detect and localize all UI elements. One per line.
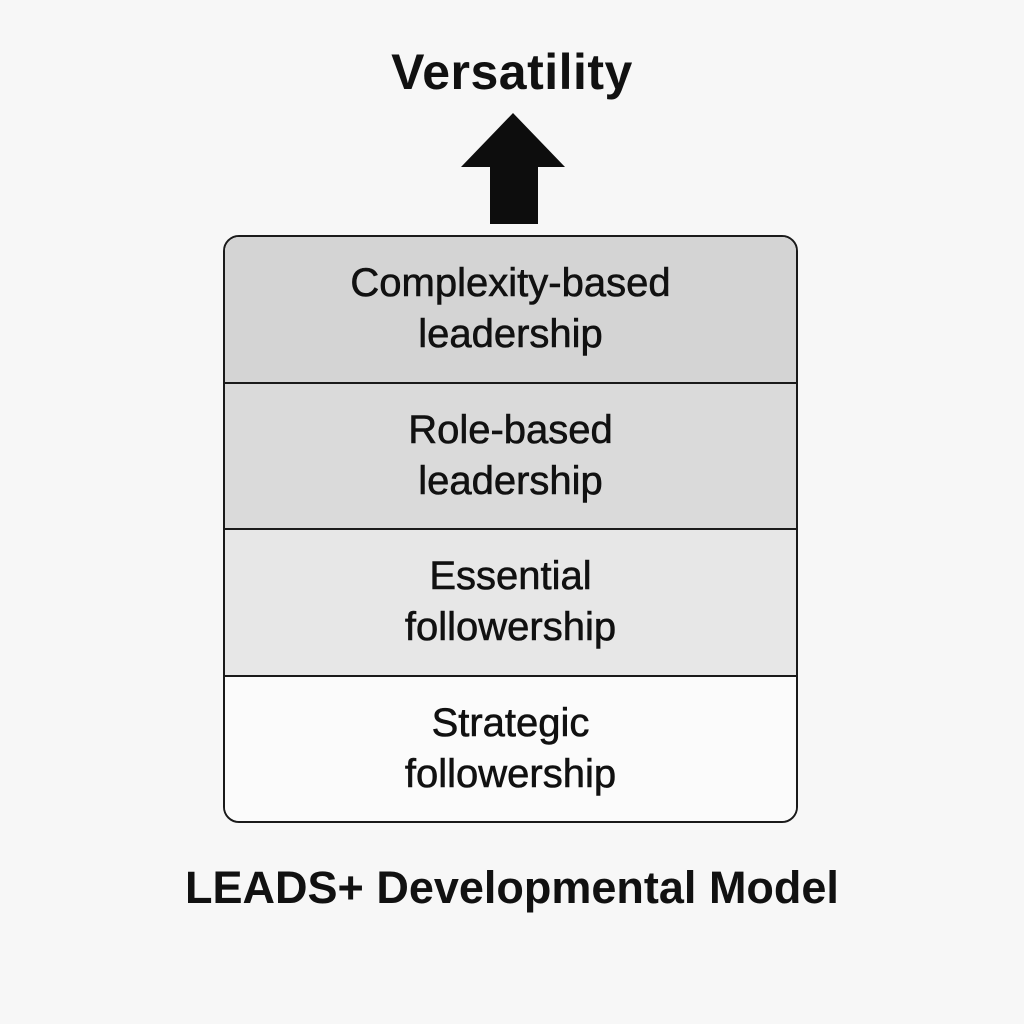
layer-label: Role-based leadership bbox=[408, 407, 613, 503]
up-arrow-icon bbox=[461, 113, 565, 224]
model-caption: LEADS+ Developmental Model bbox=[185, 862, 839, 913]
versatility-label: Versatility bbox=[391, 44, 633, 100]
layer-essential-followership: Essential followership bbox=[225, 528, 796, 675]
layer-label: Essential followership bbox=[404, 554, 617, 650]
layer-label: Complexity-based leadership bbox=[350, 261, 671, 357]
layer-label: Strategic followership bbox=[404, 700, 617, 796]
layer-stack: Complexity-based leadership Role-based l… bbox=[223, 235, 798, 823]
layer-role-based-leadership: Role-based leadership bbox=[225, 381, 796, 528]
layer-complexity-based-leadership: Complexity-based leadership bbox=[225, 237, 796, 382]
layer-strategic-followership: Strategic followership bbox=[225, 674, 796, 821]
